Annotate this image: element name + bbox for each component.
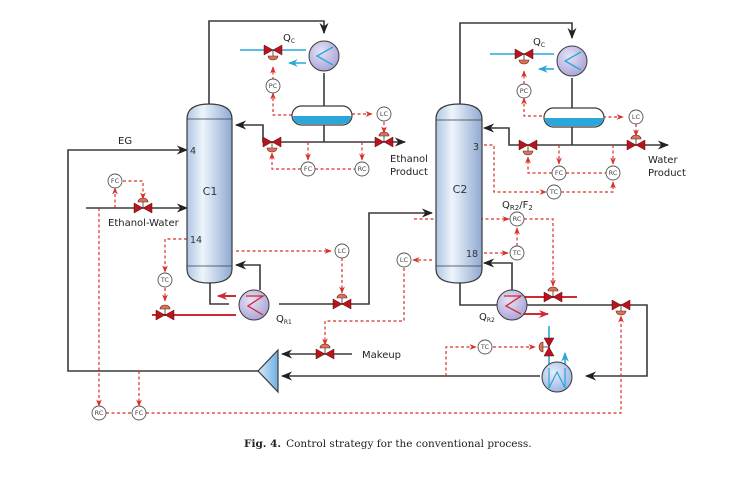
column-c2-label: C2 bbox=[453, 183, 468, 196]
svg-text:TC: TC bbox=[160, 276, 170, 284]
recycle-rc-controller[interactable]: RC bbox=[91, 405, 107, 421]
svg-text:RC: RC bbox=[609, 169, 618, 177]
svg-text:TC: TC bbox=[512, 249, 522, 257]
svg-text:RC: RC bbox=[95, 409, 104, 417]
feed-fc-controller[interactable]: FC bbox=[107, 173, 123, 189]
c2-condenser[interactable] bbox=[556, 45, 588, 77]
c2-ratio-rc-controller[interactable]: RC bbox=[509, 211, 525, 227]
water-product-label-line1: Water bbox=[648, 155, 678, 166]
makeup-label: Makeup bbox=[362, 350, 401, 361]
stream-labels: EG Ethanol-Water Ethanol Product Water P… bbox=[108, 33, 686, 361]
svg-text:PC: PC bbox=[520, 87, 529, 95]
c2-reboiler-return bbox=[482, 258, 513, 292]
c1-cw-valve[interactable] bbox=[263, 44, 283, 61]
c2-bottoms-to-cooler bbox=[527, 304, 648, 381]
ethanol-product-label-line1: Ethanol bbox=[390, 154, 428, 165]
signal-lines bbox=[96, 66, 639, 414]
c2-reflux-lc-controller[interactable]: LC bbox=[628, 109, 644, 125]
svg-text:PC: PC bbox=[269, 82, 278, 90]
c1-reflux-fc-controller[interactable]: FC bbox=[300, 161, 316, 177]
cooler-cw-valve[interactable] bbox=[538, 337, 555, 357]
svg-text:FC: FC bbox=[111, 177, 120, 185]
c1-steam-valve[interactable] bbox=[155, 304, 175, 321]
c1-overhead-line bbox=[208, 20, 329, 104]
process-lines bbox=[67, 20, 670, 381]
svg-text:FC: FC bbox=[304, 165, 313, 173]
svg-text:LC: LC bbox=[400, 256, 409, 264]
c1-reflux-rc-controller[interactable]: RC bbox=[354, 161, 370, 177]
svg-text:TC: TC bbox=[480, 343, 490, 351]
svg-text:RC: RC bbox=[358, 165, 367, 173]
svg-text:FC: FC bbox=[135, 409, 144, 417]
c1-feed-stage-top: 4 bbox=[190, 146, 196, 157]
svg-text:TC: TC bbox=[549, 188, 559, 196]
svg-text:LC: LC bbox=[380, 110, 389, 118]
svg-text:FC: FC bbox=[555, 169, 564, 177]
feed-label: Ethanol-Water bbox=[108, 218, 180, 229]
eg-recycle-line bbox=[67, 145, 258, 372]
recycle-cooler[interactable] bbox=[541, 361, 573, 393]
c1-tc-controller[interactable]: TC bbox=[157, 272, 173, 288]
c1-bottoms-valve[interactable] bbox=[332, 293, 352, 310]
c2-reflux-rc-controller[interactable]: RC bbox=[605, 165, 621, 181]
c2-reflux-fc-controller[interactable]: FC bbox=[551, 165, 567, 181]
c2-bottoms-valve[interactable] bbox=[611, 299, 631, 316]
c1-feed-stage-bottom: 14 bbox=[190, 235, 202, 246]
mixer[interactable] bbox=[257, 348, 279, 394]
c1-pc-controller[interactable]: PC bbox=[265, 78, 281, 94]
c2-feed-stage-top: 3 bbox=[473, 142, 479, 153]
c2-cw-valve[interactable] bbox=[514, 48, 534, 65]
c1-condenser[interactable] bbox=[308, 40, 340, 72]
column-c1[interactable]: C1 4 14 bbox=[186, 103, 233, 284]
c2-reflux-drum[interactable] bbox=[543, 107, 605, 128]
c1-reflux-line bbox=[234, 120, 324, 143]
c2-reflux-line bbox=[482, 123, 572, 146]
c1-product-valve[interactable] bbox=[374, 131, 394, 148]
c2-bottoms-line bbox=[459, 283, 497, 306]
c1-reflux-drum[interactable] bbox=[291, 105, 353, 126]
c2-product-valve[interactable] bbox=[626, 134, 646, 151]
figure-caption: Fig. 4.Control strategy for the conventi… bbox=[244, 438, 532, 450]
recycle-fc-controller[interactable]: FC bbox=[131, 405, 147, 421]
c1-reboiler[interactable] bbox=[238, 289, 270, 321]
controllers: FC PC LC FC RC TC LC PC LC FC RC TC RC T… bbox=[91, 78, 644, 421]
svg-text:RC: RC bbox=[513, 215, 522, 223]
c2-steam-valve[interactable] bbox=[543, 286, 563, 303]
feed-valve[interactable] bbox=[133, 197, 153, 214]
c1-reflux-lc-controller[interactable]: LC bbox=[376, 106, 392, 122]
ethanol-product-label-line2: Product bbox=[390, 167, 428, 178]
c2-top-tc-controller[interactable]: TC bbox=[546, 184, 562, 200]
column-c2[interactable]: C2 3 18 bbox=[435, 103, 483, 284]
c1-bottoms-line bbox=[209, 283, 229, 305]
c2-bottom-tc-controller[interactable]: TC bbox=[509, 245, 525, 261]
c2-pc-controller[interactable]: PC bbox=[516, 83, 532, 99]
c2-overhead-line bbox=[459, 22, 577, 104]
svg-text:LC: LC bbox=[338, 247, 347, 255]
c1-reflux-valve[interactable] bbox=[262, 136, 282, 153]
c1-to-c2-line bbox=[279, 208, 434, 305]
c2-feed-stage-bottom: 18 bbox=[466, 249, 478, 260]
makeup-valve[interactable] bbox=[315, 343, 335, 360]
eg-label: EG bbox=[118, 136, 132, 147]
svg-text:LC: LC bbox=[632, 113, 641, 121]
column-c1-label: C1 bbox=[203, 185, 218, 198]
ratio-setpoint-label: QR2/F2 bbox=[502, 200, 533, 212]
c2-reflux-valve[interactable] bbox=[518, 139, 538, 156]
c2-sump-lc-controller[interactable]: LC bbox=[396, 252, 412, 268]
c1-reboiler-return bbox=[234, 260, 261, 290]
c1-sump-lc-controller[interactable]: LC bbox=[334, 243, 350, 259]
c2-condenser-duty-label: QC bbox=[533, 37, 545, 49]
c1-condenser-duty-label: QC bbox=[283, 33, 295, 45]
c1-reboiler-duty-label: QR1 bbox=[276, 314, 292, 326]
water-product-label-line2: Product bbox=[648, 168, 686, 179]
c2-reboiler[interactable] bbox=[496, 289, 528, 321]
c2-reboiler-duty-label: QR2 bbox=[479, 312, 495, 324]
cooler-tc-controller[interactable]: TC bbox=[477, 339, 493, 355]
